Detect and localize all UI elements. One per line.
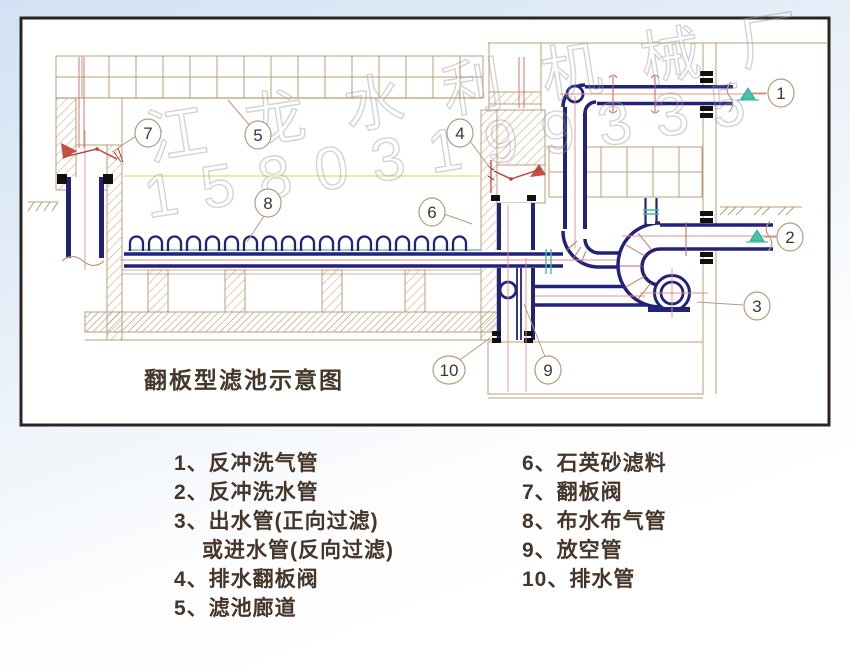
pipe-hangers <box>608 74 687 256</box>
valve-symbol-2 <box>749 229 765 242</box>
callout-circle-3 <box>743 291 771 321</box>
callout-leaders <box>111 92 776 363</box>
callout-8: 8 <box>263 194 272 213</box>
callout-circle-1 <box>767 78 795 108</box>
callout-10: 10 <box>440 361 459 380</box>
callout-circle-5 <box>244 120 272 150</box>
callout-4: 4 <box>455 124 464 143</box>
legend-item-4: 4、排水翻板阀 <box>174 568 319 591</box>
callout-1: 1 <box>776 84 785 103</box>
legend-item-3-cont: 或进水管(反向过滤) <box>202 539 394 562</box>
legend-item-6: 6、石英砂滤料 <box>522 452 667 475</box>
legend-item-1: 1、反冲洗气管 <box>174 452 319 475</box>
pipe-break-symbol <box>726 81 734 113</box>
drain-and-vent-pipes <box>491 195 536 343</box>
legend-item-9: 9、放空管 <box>522 539 623 562</box>
diagram-title: 翻板型滤池示意图 <box>144 367 344 393</box>
callout-circle-10 <box>432 355 466 385</box>
legend-item-8: 8、布水布气管 <box>522 510 667 533</box>
legend-right-column: 6、石英砂滤料 7、翻板阀 8、布水布气管 9、放空管 10、排水管 <box>522 449 667 594</box>
legend-left-column: 1、反冲洗气管 2、反冲洗水管 3、出水管(正向过滤) 或进水管(反向过滤) 4… <box>174 449 394 623</box>
callout-circle-9 <box>534 355 562 385</box>
flap-valve-4 <box>487 160 546 193</box>
legend-item-2: 2、反冲洗水管 <box>174 481 319 504</box>
ground-symbol-right <box>719 206 802 216</box>
callout-2: 2 <box>785 228 794 247</box>
reference-lines <box>78 57 525 177</box>
callout-circle-6 <box>418 197 446 227</box>
valve-fittings <box>545 87 768 274</box>
legend-item-7: 7、翻板阀 <box>522 481 623 504</box>
legend-item-10: 10、排水管 <box>522 568 636 591</box>
callout-circle-8 <box>254 188 282 218</box>
legend-item-5: 5、滤池廊道 <box>174 597 297 620</box>
callout-5: 5 <box>253 126 262 145</box>
elbow-miter-lines <box>566 232 652 300</box>
callout-3: 3 <box>752 297 761 316</box>
callout-circle-7 <box>134 118 162 148</box>
flap-valve-7 <box>61 143 124 163</box>
callouts: 1 2 3 4 5 6 7 8 9 10 <box>134 78 804 385</box>
callout-circle-2 <box>776 222 804 252</box>
callout-6: 6 <box>427 203 436 222</box>
legend-item-3: 3、出水管(正向过滤) <box>174 510 379 533</box>
callout-9: 9 <box>543 361 552 380</box>
pipe-break-symbol <box>61 255 105 267</box>
callout-7: 7 <box>143 124 152 143</box>
backwash-water-pipe <box>535 198 773 309</box>
ground-symbol-left <box>27 201 59 212</box>
distribution-pipe <box>124 235 619 268</box>
backwash-air-pipe <box>561 71 734 118</box>
callout-circle-4 <box>446 118 474 148</box>
valve-symbol-1 <box>740 87 756 100</box>
